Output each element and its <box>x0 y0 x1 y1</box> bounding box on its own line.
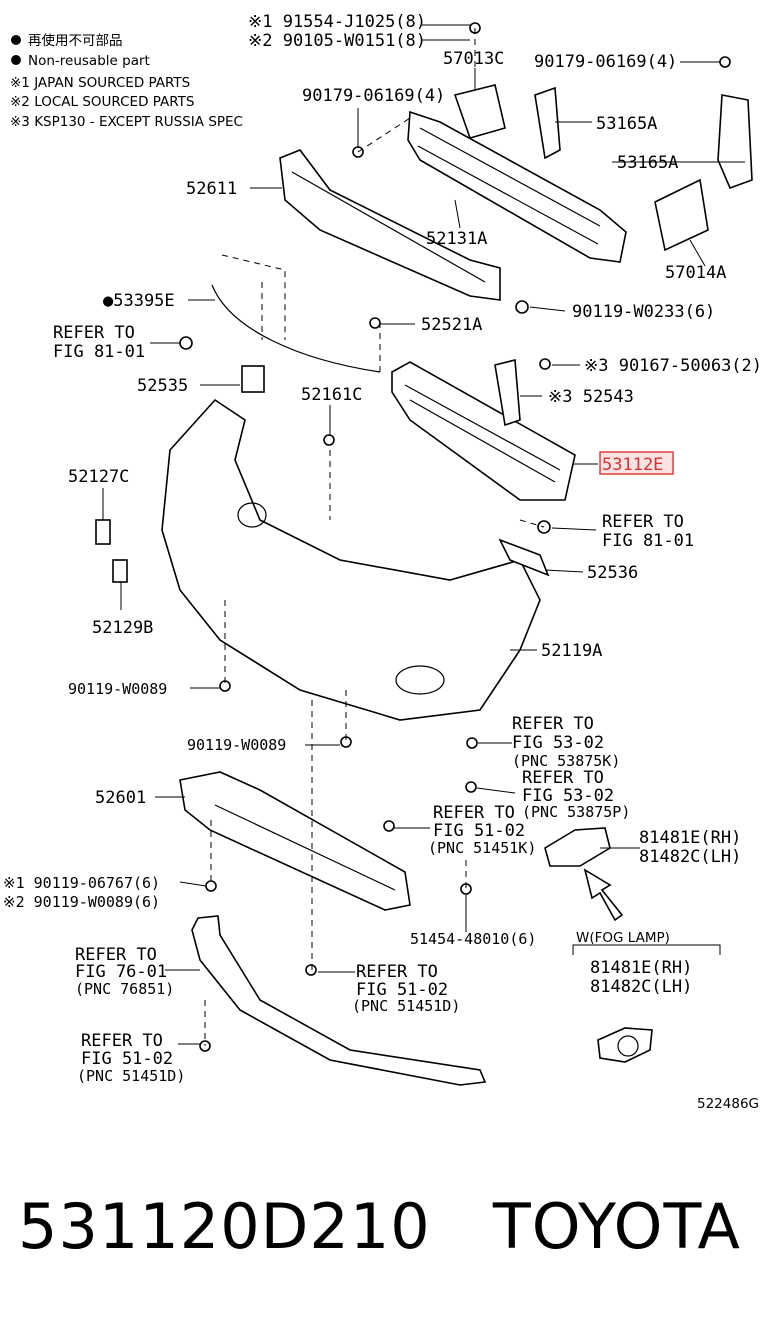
refer-76-01-line3: (PNC 76851) <box>75 980 174 998</box>
bracket-57014a-shape <box>654 178 709 252</box>
footer-part-number: 531120D210 <box>18 1190 431 1263</box>
refer-53-02-b-line3: (PNC 53875P) <box>522 803 630 821</box>
highlight-box <box>599 451 674 475</box>
label-52543: ※3 52543 <box>548 387 634 407</box>
label-81481e-2: 81481E(RH) <box>590 958 692 978</box>
legend-note-3: ※3 KSP130 - EXCEPT RUSSIA SPEC <box>10 114 243 130</box>
legend-note-1: ※1 JAPAN SOURCED PARTS <box>10 75 190 91</box>
legend-en: Non-reusable part <box>28 53 150 69</box>
refer-81-01-b-line1: REFER TO <box>602 512 684 532</box>
bracket-52535-shape <box>241 365 265 393</box>
label-52129b: 52129B <box>92 618 153 638</box>
legend: 再使用不可部品 Non-reusable part ※1 JAPAN SOURC… <box>10 32 243 130</box>
refer-51-02-c-line1: REFER TO <box>81 1031 163 1051</box>
fog-bezel-lower-shape <box>597 1027 653 1063</box>
refer-81-01-a-line2: FIG 81-01 <box>53 342 145 362</box>
label-53112e-highlighted: 53112E <box>602 455 663 475</box>
label-52536: 52536 <box>587 563 638 583</box>
parts-diagram: 再使用不可部品 Non-reusable part ※1 JAPAN SOURC… <box>3 12 760 1112</box>
refer-51-02-a-line2: FIG 51-02 <box>433 821 525 841</box>
cover-52129b-shape <box>112 559 128 583</box>
refer-53-02-a-line3: (PNC 53875K) <box>512 752 620 770</box>
refer-51-02-b-line2: FIG 51-02 <box>356 980 448 1000</box>
label-90179-left: 90179-06169(4) <box>302 86 445 106</box>
arrow-icon <box>583 868 624 922</box>
label-90119-w0233: 90119-W0233(6) <box>572 302 715 322</box>
non-reusable-bullet-icon <box>11 55 21 65</box>
label-52601: 52601 <box>95 788 146 808</box>
bracket-57013c-shape <box>453 84 506 139</box>
refer-53-02-a-line2: FIG 53-02 <box>512 733 604 753</box>
legend-jp: 再使用不可部品 <box>28 32 123 49</box>
diagram-id: 522486G <box>697 1096 759 1112</box>
refer-81-01-a-line1: REFER TO <box>53 323 135 343</box>
label-52161c: 52161C <box>301 385 362 405</box>
energy-absorber-shape <box>279 149 501 301</box>
retainer-53165a-shape <box>534 86 561 160</box>
refer-51-02-b-line3: (PNC 51451D) <box>352 997 460 1015</box>
callout-labels: ※1 91554-J1025(8) ※2 90105-W0151(8) 5701… <box>3 12 760 1112</box>
refer-76-01-line2: FIG 76-01 <box>75 962 167 982</box>
part-drawings <box>95 22 753 1086</box>
label-57013c: 57013C <box>443 49 504 69</box>
retainer-52543-shape <box>494 358 521 427</box>
clip-52127c-shape <box>95 519 111 545</box>
footer-caption: 531120D210 TOYOTA <box>18 1190 741 1263</box>
label-53165a-1: 53165A <box>596 114 657 134</box>
bumper-cover-52119a-shape <box>161 398 541 721</box>
label-52535: 52535 <box>137 376 188 396</box>
legend-note-2: ※2 LOCAL SOURCED PARTS <box>10 94 195 110</box>
footer-brand: TOYOTA <box>492 1190 741 1263</box>
label-53395e: ●53395E <box>103 291 175 311</box>
leader-lines <box>102 24 745 1045</box>
refer-51-02-b-line1: REFER TO <box>356 962 438 982</box>
refer-51-02-c-line3: (PNC 51451D) <box>77 1067 185 1085</box>
refer-53-02-b-line1: REFER TO <box>522 768 604 788</box>
refer-51-02-a-line3: (PNC 51451K) <box>428 839 536 857</box>
label-90119-w0089-b: 90119-W0089 <box>187 736 286 754</box>
lower-spoiler-shape <box>191 915 487 1086</box>
label-52521a: 52521A <box>421 315 482 335</box>
refer-53-02-a-line1: REFER TO <box>512 714 594 734</box>
refer-81-01-b-line2: FIG 81-01 <box>602 531 694 551</box>
lower-grille-53112e-shape <box>391 361 576 501</box>
label-52611: 52611 <box>186 179 237 199</box>
non-reusable-bullet-icon <box>11 35 21 45</box>
label-91554: ※1 91554-J1025(8) <box>248 12 426 32</box>
label-81481e-1: 81481E(RH) <box>639 828 741 848</box>
fog-lamp-caption: W(FOG LAMP) <box>576 930 670 946</box>
label-57014a: 57014A <box>665 263 726 283</box>
label-53165a-2: 53165A <box>617 153 678 173</box>
label-90179-right: 90179-06169(4) <box>534 52 677 72</box>
fog-bezel-upper-shape <box>544 827 611 867</box>
bracket-52536-shape <box>498 538 550 577</box>
refer-51-02-c-line2: FIG 51-02 <box>81 1049 173 1069</box>
label-90119-w0089-6: ※2 90119-W0089(6) <box>3 893 160 911</box>
fog-lamp-bracket <box>572 944 721 955</box>
label-52131a: 52131A <box>426 229 487 249</box>
under-cover-52601-shape <box>179 771 411 911</box>
label-52127c: 52127C <box>68 467 129 487</box>
label-81482c-2: 81482C(LH) <box>590 977 692 997</box>
label-81482c-1: 81482C(LH) <box>639 847 741 867</box>
refer-76-01-line1: REFER TO <box>75 945 157 965</box>
label-90119-w0089-a: 90119-W0089 <box>68 680 167 698</box>
refer-53-02-b-line2: FIG 53-02 <box>522 786 614 806</box>
refer-51-02-a-line1: REFER TO <box>433 803 515 823</box>
retainer-53165a-right-shape <box>717 94 753 190</box>
label-51454: 51454-48010(6) <box>410 930 536 948</box>
label-90119-06767: ※1 90119-06767(6) <box>3 874 160 892</box>
molding-53395e-shape <box>211 284 381 373</box>
label-90167: ※3 90167-50063(2) <box>584 356 760 376</box>
label-90105: ※2 90105-W0151(8) <box>248 31 426 51</box>
label-52119a: 52119A <box>541 641 602 661</box>
bumper-reinforcement-shape <box>407 110 627 263</box>
